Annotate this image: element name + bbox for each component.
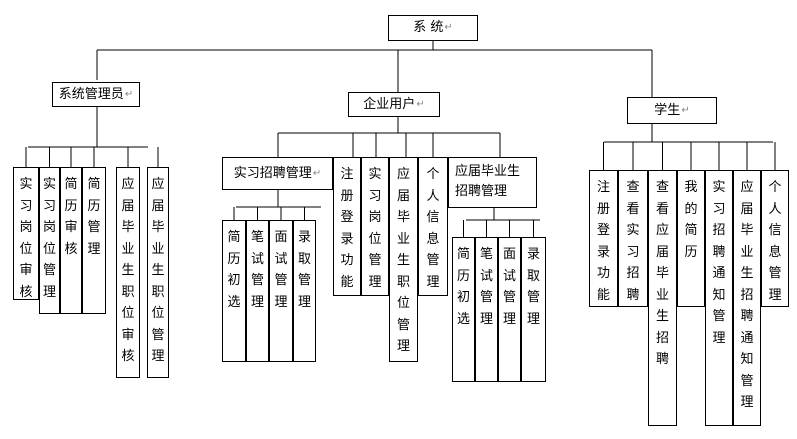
student-module-5: 实习招聘通知管理: [705, 170, 733, 426]
enterprise-intern-sub-3: 面试管理: [269, 220, 293, 362]
admin-module-3: 简历审核: [60, 167, 82, 314]
student-node: 学生↵: [627, 97, 717, 124]
admin-module-6: 应届毕业生职位管理: [147, 167, 169, 378]
paragraph-mark-icon: ↵: [681, 104, 690, 116]
enterprise-intern-sub-4: 录取管理: [293, 220, 316, 362]
enterprise-grad-sub-3: 面试管理: [498, 237, 521, 382]
root-node: 系 统↵: [388, 15, 478, 41]
grad-recruit-label-line2: 招聘管理: [455, 184, 508, 199]
enterprise-grad-post-manage: 应届毕业生职位管理: [389, 157, 418, 362]
enterprise-intern-sub-2: 笔试管理: [246, 220, 269, 362]
enterprise-register-login: 注册登录功能: [333, 157, 361, 296]
enterprise-intern-recruit-node: 实习招聘管理↵: [222, 157, 333, 190]
student-module-1: 注册登录功能: [589, 170, 618, 307]
enterprise-intern-sub-1: 简历初选: [222, 220, 246, 362]
student-module-6: 应届毕业生招聘通知管理: [733, 170, 761, 426]
student-module-2: 查看实习招聘: [618, 170, 648, 307]
enterprise-grad-sub-4: 录取管理: [521, 237, 546, 382]
paragraph-mark-icon: ↵: [312, 167, 322, 179]
grad-recruit-label-line1: 应届毕业生: [455, 164, 521, 179]
enterprise-grad-recruit-node: 应届毕业生招聘管理: [448, 157, 537, 208]
admin-node: 系统管理员↵: [52, 82, 140, 107]
paragraph-mark-icon: ↵: [444, 22, 453, 33]
paragraph-mark-icon: ↵: [416, 98, 425, 110]
enterprise-profile-manage: 个人信息管理: [418, 157, 448, 296]
student-module-4: 我的简历: [677, 170, 705, 307]
admin-module-4: 简历管理: [82, 167, 106, 314]
admin-module-5: 应届毕业生职位审核: [116, 167, 140, 378]
paragraph-mark-icon: ↵: [124, 88, 134, 100]
enterprise-grad-sub-2: 笔试管理: [475, 237, 498, 382]
enterprise-node: 企业用户↵: [348, 92, 440, 117]
admin-module-1: 实习岗位审核: [13, 167, 39, 300]
admin-module-2: 实习岗位管理: [39, 167, 60, 314]
enterprise-intern-post-manage: 实习岗位管理: [361, 157, 389, 296]
enterprise-grad-sub-1: 简历初选: [452, 237, 475, 382]
student-module-3: 查看应届毕业生招聘: [648, 170, 677, 426]
student-module-7: 个人信息管理: [761, 170, 789, 307]
